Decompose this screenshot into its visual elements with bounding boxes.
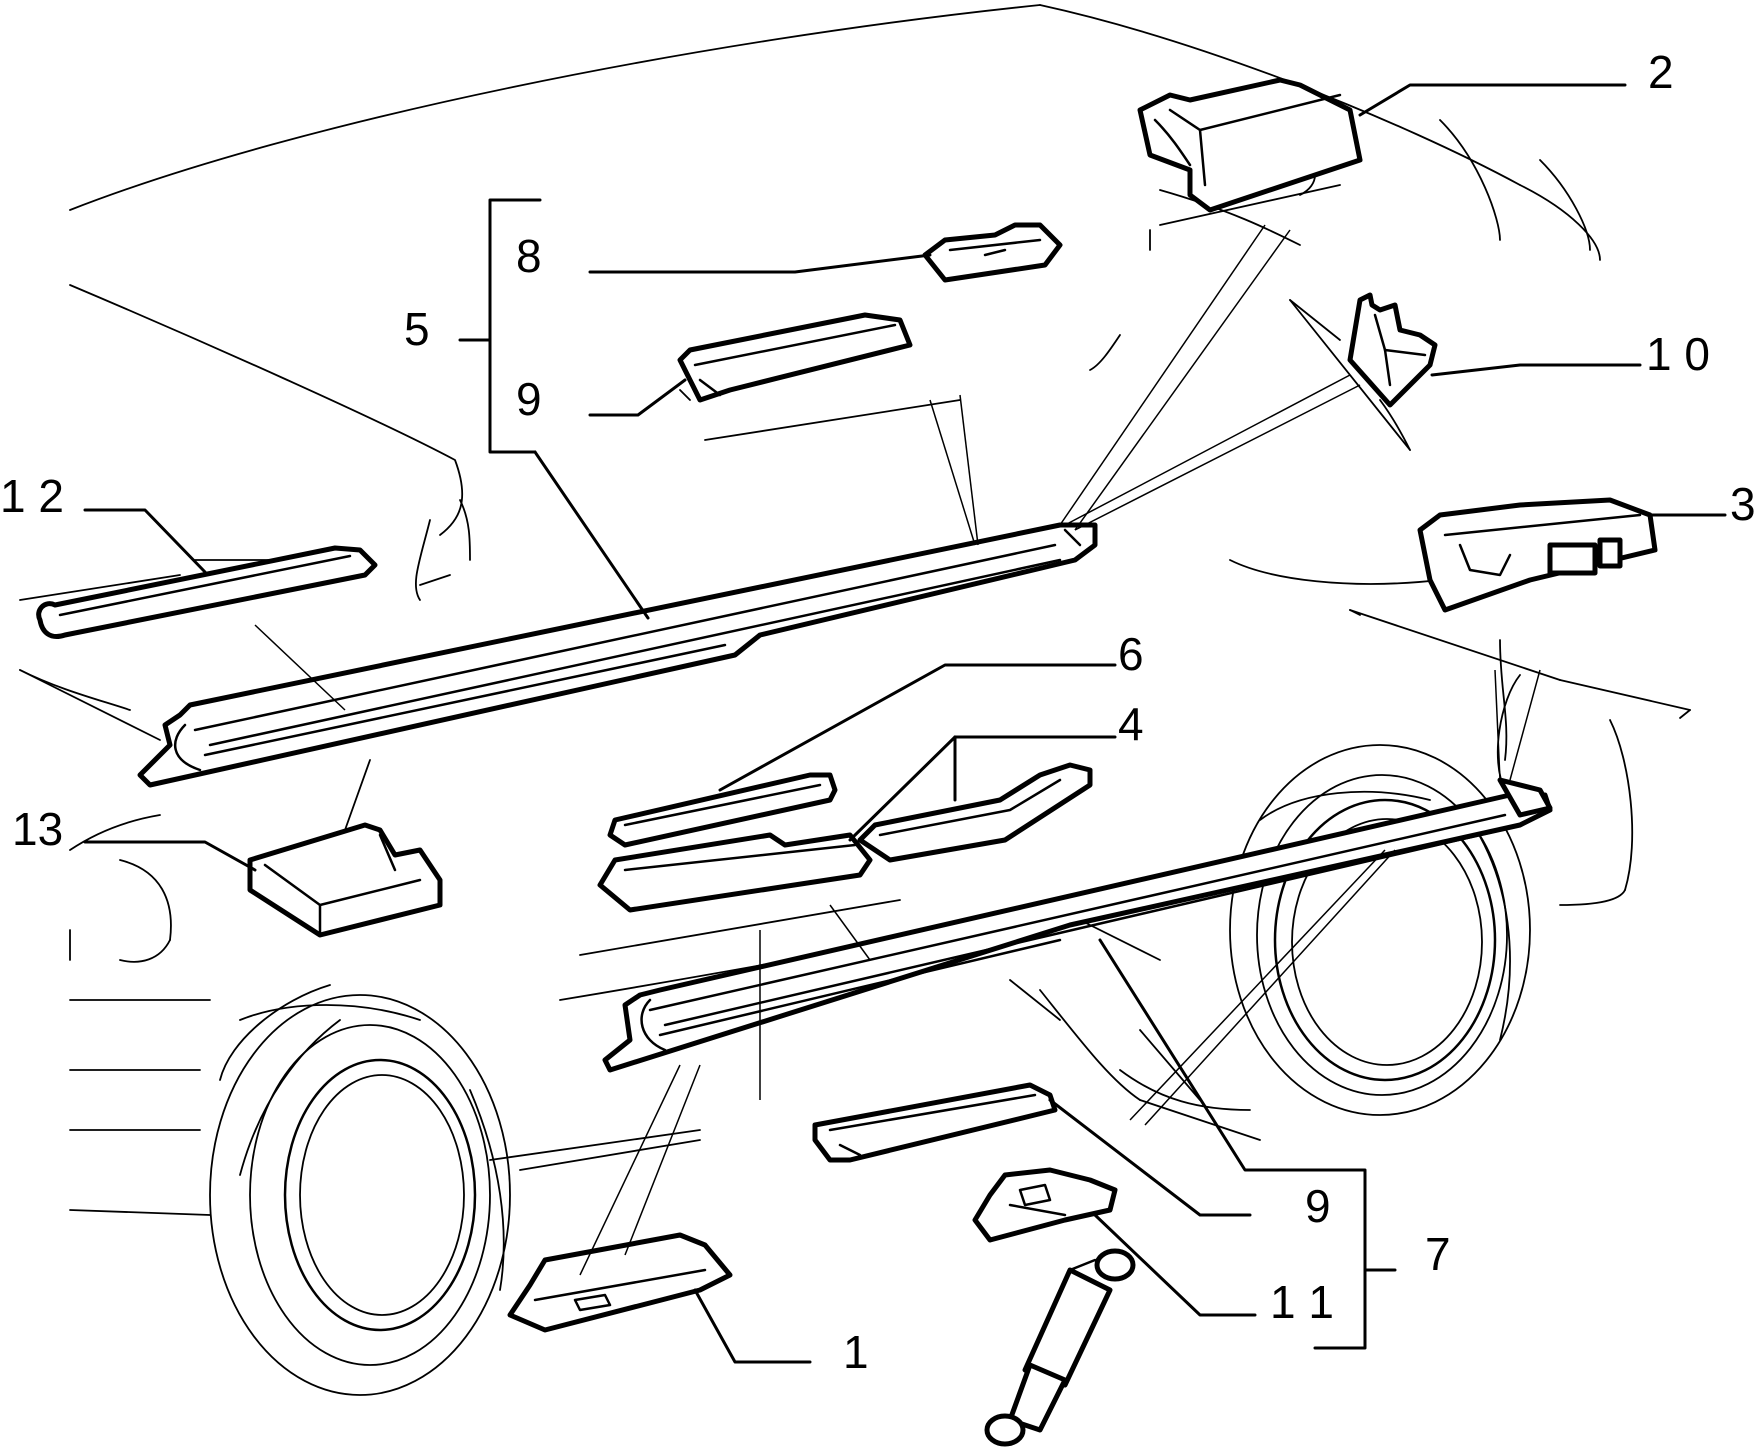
part-12-trim-strip — [36, 545, 378, 639]
callout-3: 3 — [1730, 478, 1756, 530]
front-wheel — [209, 984, 511, 1396]
part-10-corner-bracket — [1347, 292, 1438, 408]
part-1-jack-plate — [507, 1232, 733, 1333]
part-2-pillar-bracket — [1137, 77, 1363, 213]
part-7-lower-sill — [602, 777, 1553, 1073]
callout-4: 4 — [1118, 698, 1144, 750]
part-6-trim-strip — [607, 772, 838, 848]
callout-5: 5 — [404, 303, 430, 355]
callout-2: 2 — [1648, 46, 1674, 98]
callout-labels: 2 8 5 9 1 0 1 2 3 6 4 13 9 7 1 1 1 — [0, 46, 1756, 1378]
callout-1: 1 — [843, 1326, 869, 1378]
vehicle-body-outline — [19, 4, 1691, 1216]
callout-9-upper: 9 — [516, 373, 542, 425]
part-13-bracket — [247, 822, 443, 938]
part-9-upper-reinforcement — [677, 312, 913, 403]
callout-8: 8 — [516, 230, 542, 282]
part-9-lower-reinforcement — [812, 1082, 1058, 1163]
part-4-sill-panel-front — [597, 832, 873, 913]
callout-7: 7 — [1425, 1228, 1451, 1280]
part-8-small-bracket — [922, 222, 1063, 283]
part-3-inner-bracket — [1417, 497, 1658, 613]
part-4-sill-panel-rear — [857, 762, 1093, 863]
callout-10: 1 0 — [1646, 328, 1710, 380]
callout-9-lower: 9 — [1305, 1180, 1331, 1232]
leader-lines — [83, 83, 1727, 1364]
callout-6: 6 — [1118, 628, 1144, 680]
rear-wheel — [1229, 744, 1531, 1116]
callout-11: 1 1 — [1270, 1276, 1334, 1328]
part-5-upper-sill — [137, 522, 1098, 788]
callout-13: 13 — [12, 803, 63, 855]
shock-absorber — [984, 1248, 1136, 1447]
callout-12: 1 2 — [0, 470, 64, 522]
part-11-mount-bracket — [972, 1167, 1118, 1243]
